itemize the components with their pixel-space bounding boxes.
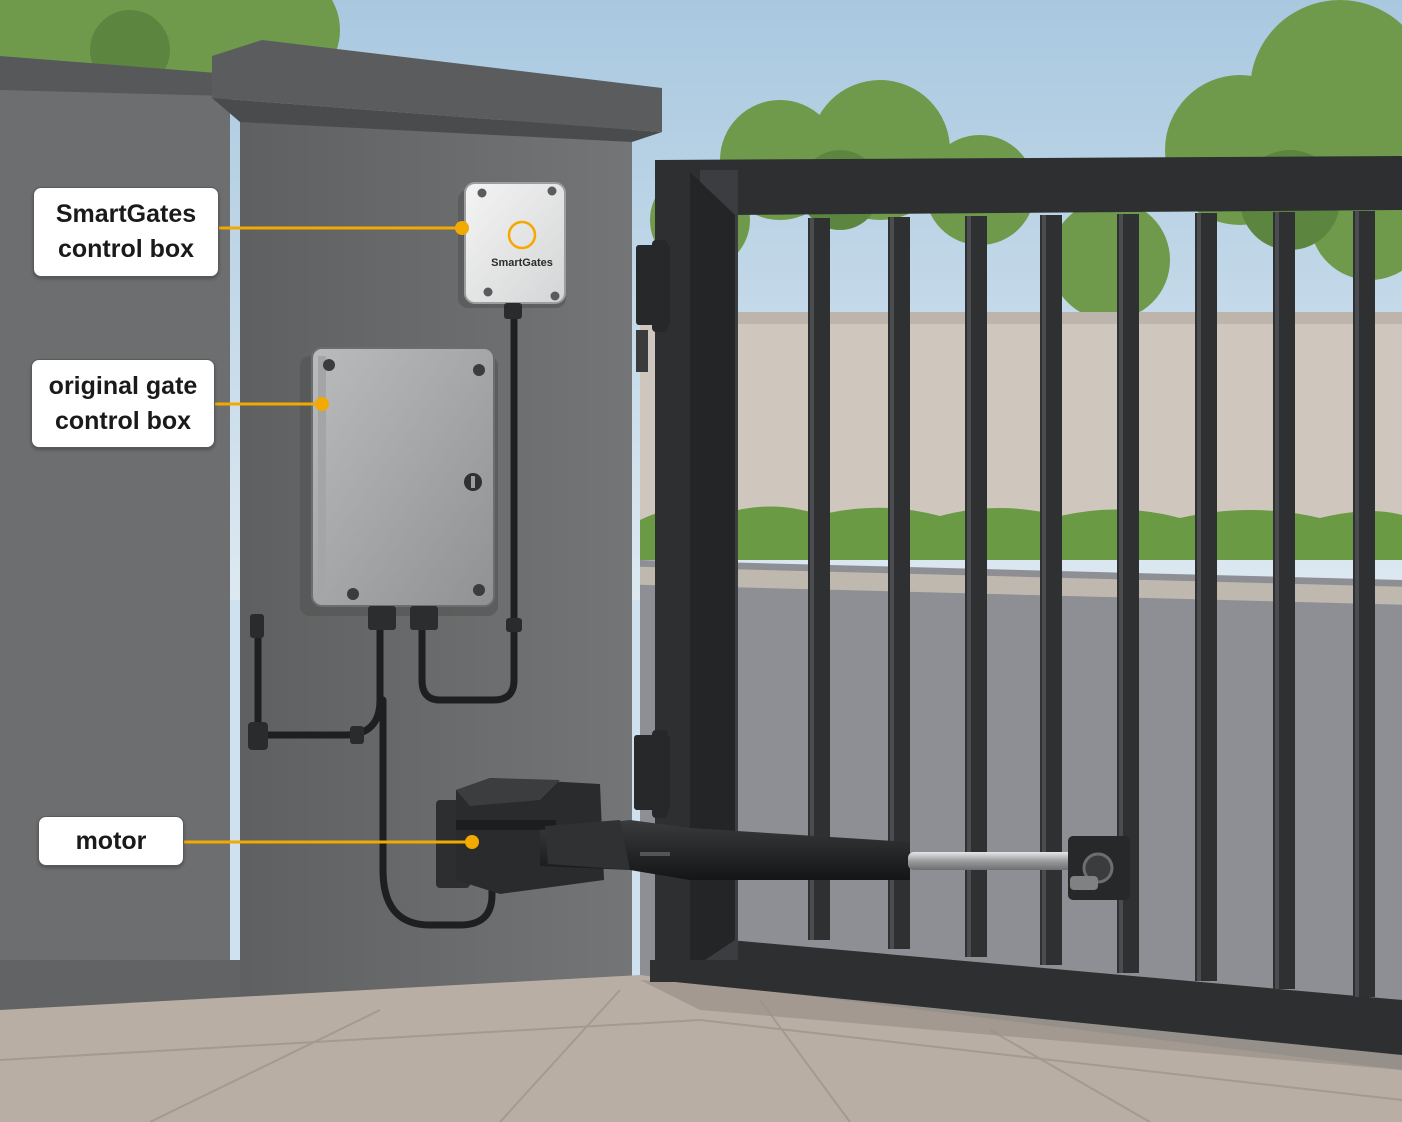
pillar-cap: [212, 40, 662, 132]
callout-line: original gate: [48, 371, 198, 400]
pavement-joints: [0, 989, 1402, 1122]
hinges: [634, 240, 670, 818]
gate: [650, 156, 1402, 1055]
screw-icon: [323, 359, 485, 600]
side-wall: [0, 60, 230, 1010]
callout-smartgates-control-box: SmartGates control box: [33, 187, 219, 277]
callout-line: control box: [54, 406, 192, 435]
smartgates-control-box: SmartGates: [458, 182, 566, 319]
callout-motor: motor: [38, 816, 184, 866]
leader-lines: [184, 221, 479, 849]
cables: [254, 308, 518, 929]
keyhole-icon: [464, 473, 482, 491]
smartgates-brand-text: SmartGates: [491, 257, 553, 269]
motor: [436, 778, 1130, 900]
callout-original-gate-control-box: original gate control box: [31, 359, 215, 448]
callout-line: control box: [57, 235, 195, 263]
power-ring-icon: [507, 220, 537, 250]
callout-line: SmartGates: [55, 200, 197, 228]
original-gate-control-box: [300, 347, 498, 630]
callout-line: motor: [75, 826, 147, 855]
pavement: [0, 975, 1402, 1122]
